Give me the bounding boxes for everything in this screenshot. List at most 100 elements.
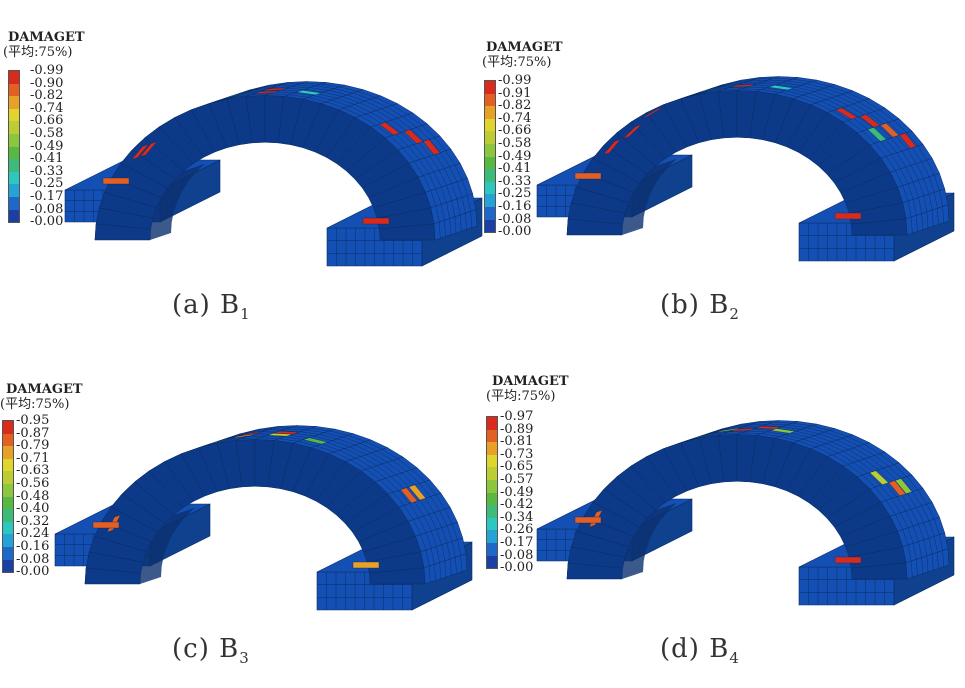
damage-patch: [622, 124, 642, 139]
damage-patch: [730, 84, 756, 88]
panel-d: DAMAGET (平均:75%) -0.97-0.89-0.81-0.73-0.…: [482, 344, 962, 688]
caption-subscript: 3: [239, 649, 250, 667]
arch-model: [536, 420, 955, 606]
damage-patch: [888, 480, 907, 497]
damage-patch: [362, 217, 390, 225]
legend-value: -0.66: [30, 113, 64, 129]
damage-patch: [131, 143, 150, 161]
damage-patch: [225, 91, 250, 99]
damage-patch: [262, 87, 288, 91]
legend-value: -0.08: [16, 551, 50, 567]
legend-swatch: [3, 458, 13, 472]
legend-swatch: [485, 194, 495, 207]
legend-value: -0.81: [500, 434, 534, 450]
caption: (a) B1: [172, 290, 251, 323]
legend-value: -0.33: [498, 173, 532, 189]
legend-value: -0.63: [16, 463, 50, 479]
legend-swatch: [3, 509, 13, 522]
arch-model: [536, 76, 955, 262]
legend-value: -0.16: [16, 539, 50, 554]
legend-swatch: [487, 542, 497, 556]
legend-swatch: [485, 118, 495, 132]
legend-value: -0.99: [498, 73, 532, 88]
legend-value: -0.65: [500, 459, 534, 475]
legend-swatch: [3, 483, 13, 497]
legend-swatch: [3, 446, 13, 459]
legend-value: -0.25: [498, 186, 532, 202]
arch-front-cell: [851, 562, 908, 580]
damage-patch: [403, 129, 424, 144]
legend-value: -0.40: [16, 501, 50, 517]
legend-swatch: [3, 546, 13, 560]
legend-value: -0.17: [30, 189, 64, 204]
damage-patch: [238, 431, 263, 437]
damage-patch: [697, 86, 722, 94]
damage-patch: [894, 478, 913, 494]
legend-swatch: [9, 184, 19, 197]
legend-swatch: [485, 131, 495, 144]
legend-swatch: [9, 83, 19, 97]
damage-patch: [400, 487, 418, 504]
arch-front-cell: [379, 223, 436, 241]
legend-swatch: [485, 156, 495, 170]
legend-swatch: [3, 471, 13, 484]
legend-value: -0.49: [500, 484, 534, 500]
legend-value: -0.33: [30, 163, 64, 179]
legend-swatch: [3, 521, 13, 535]
arch-model: [64, 81, 483, 267]
legend-subtitle: (平均:75%): [482, 55, 552, 70]
damage-patch: [574, 516, 602, 524]
legend-title: DAMAGET: [492, 374, 569, 389]
legend-value: -0.82: [30, 88, 64, 104]
legend-value: -0.99: [30, 63, 64, 78]
damage-patch: [879, 122, 900, 138]
legend-value: -0.42: [500, 497, 534, 513]
damage-patch: [352, 561, 380, 569]
legend-value: -0.58: [498, 136, 532, 151]
legend-swatch: [487, 417, 497, 430]
legend-swatch: [485, 181, 495, 195]
legend-swatch: [487, 505, 497, 518]
legend-swatch: [485, 81, 495, 94]
legend-swatch: [3, 534, 13, 547]
caption: (d) B4: [660, 634, 740, 667]
arch-front-cell: [369, 567, 426, 585]
legend-swatch: [9, 133, 19, 147]
damage-patch: [867, 127, 887, 142]
legend-swatch: [487, 442, 497, 455]
legend-value: -0.82: [498, 98, 532, 114]
legend-swatch: [487, 429, 497, 443]
arch-front-cell: [851, 218, 908, 236]
damage-patch: [641, 107, 664, 119]
damage-patch: [715, 427, 741, 433]
legend-value: -0.79: [16, 438, 50, 454]
legend-value: -0.41: [30, 151, 64, 167]
legend-value: -0.24: [16, 526, 50, 542]
legend-value: -0.32: [16, 513, 50, 529]
legend-value: -0.58: [30, 126, 64, 141]
legend-swatch: [485, 206, 495, 220]
legend-value: -0.89: [500, 421, 534, 437]
legend-value: -0.08: [498, 211, 532, 227]
legend-value: -0.49: [30, 138, 64, 154]
legend-value: -0.74: [30, 100, 64, 116]
color-scale-bar: [2, 420, 14, 574]
legend-subtitle: (平均:75%): [0, 397, 70, 412]
legend-value: -0.16: [498, 199, 532, 214]
legend-value: -0.74: [498, 110, 532, 126]
legend-swatch: [9, 146, 19, 160]
legend-swatch: [9, 209, 19, 223]
damage-patch: [730, 428, 756, 432]
legend-swatch: [9, 196, 19, 210]
legend-swatch: [9, 108, 19, 122]
legend-value: -0.48: [16, 488, 50, 504]
caption-text: (b) B: [660, 290, 730, 320]
legend-swatch: [485, 106, 495, 119]
legend-swatch: [9, 121, 19, 134]
legend-value: -0.66: [498, 123, 532, 139]
damage-patch: [691, 432, 716, 440]
legend-value: -0.95: [16, 413, 50, 428]
damage-patch: [755, 425, 781, 430]
damage-patch: [296, 89, 322, 96]
legend-value: -0.08: [500, 547, 534, 563]
